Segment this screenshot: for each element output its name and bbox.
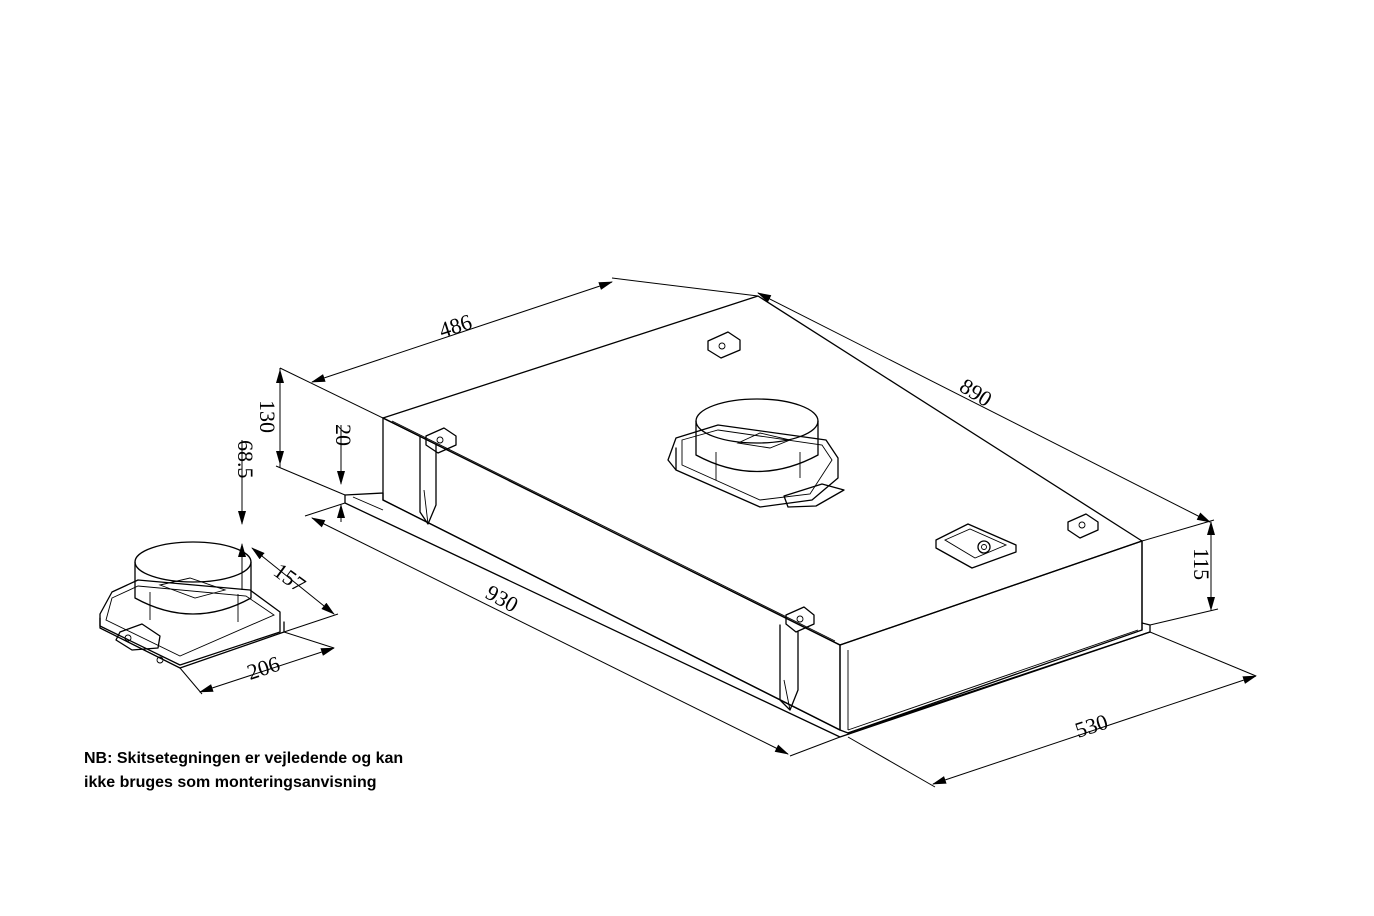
dim-206-label: 206 (244, 651, 283, 685)
hood-side-face (839, 540, 1143, 734)
outlet-adapter (99, 541, 285, 669)
hood-flange (344, 492, 1151, 734)
dim-68-5-label: 68.5 (233, 440, 258, 479)
hood-front-face (382, 417, 841, 731)
dim-130-label: 130 (255, 400, 280, 433)
dim-890: 890 (757, 292, 1215, 542)
dim-930-label: 930 (482, 580, 523, 618)
dim-20-label: 20 (331, 424, 356, 446)
dim-890-label: 890 (955, 373, 996, 412)
dim-930: 930 (304, 502, 841, 757)
dim-115-label: 115 (1189, 548, 1214, 580)
dim-157-label: 157 (269, 558, 310, 598)
disclaimer-line-1: NB: Skitsetegningen er vejledende og kan (84, 750, 404, 767)
dim-530: 530 (847, 631, 1257, 788)
hood-body (344, 295, 1151, 738)
dim-20: 20 (331, 424, 356, 522)
dim-115: 115 (1149, 521, 1219, 626)
mounting-tab-rear (707, 331, 741, 359)
dim-486-label: 486 (436, 309, 475, 343)
dim-530-label: 530 (1072, 709, 1111, 743)
hood-outlet-collar (667, 398, 845, 508)
mounting-tab-right-front (1067, 513, 1099, 539)
dim-68-5: 68.5 (233, 440, 258, 590)
disclaimer-line-2: ikke bruges som monteringsanvisning (84, 774, 377, 791)
mounting-tab-left (425, 427, 457, 454)
disclaimer-note: NB: Skitsetegningen er vejledende og kan… (84, 747, 403, 795)
electrical-box (935, 523, 1017, 569)
dim-130: 130 (255, 368, 346, 496)
dim-486: 486 (279, 277, 759, 419)
